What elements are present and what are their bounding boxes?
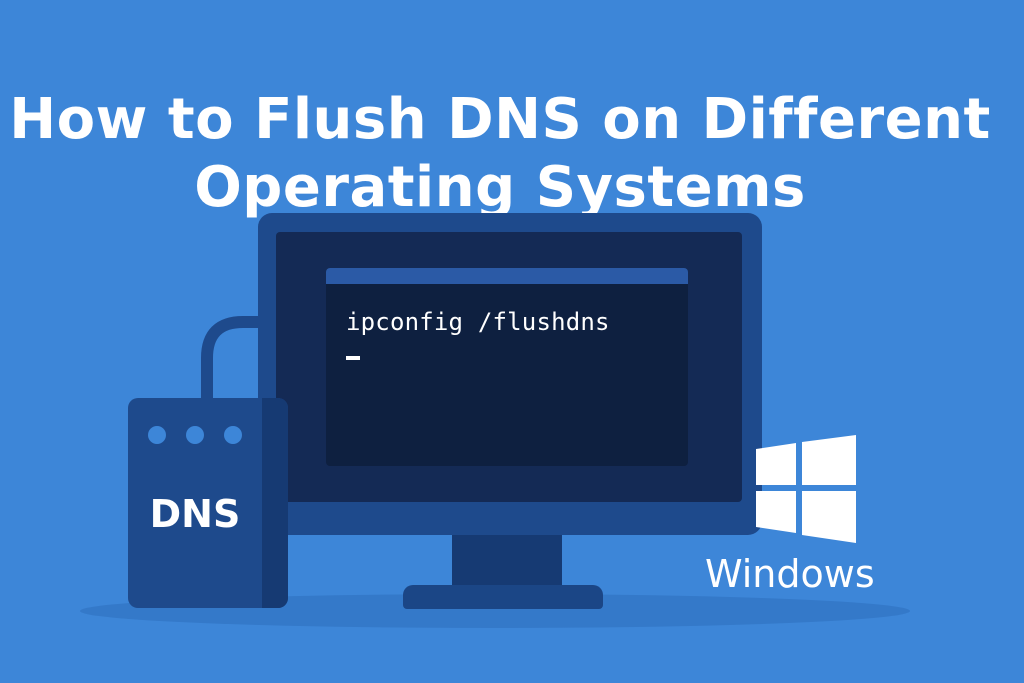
server-light-icon [148,426,166,444]
monitor-stand-neck [452,535,562,587]
dns-label: DNS [149,492,241,536]
terminal-cursor [346,356,360,360]
monitor-stand-base [403,585,603,609]
server-light-icon [186,426,204,444]
title-line-1: How to Flush DNS on Different [9,86,991,152]
page-title: How to Flush DNS on Different Operating … [0,86,1000,222]
title-line-2: Operating Systems [194,154,806,220]
server-light-icon [224,426,242,444]
terminal-title-bar [326,268,688,284]
dns-server: DNS [128,398,288,608]
terminal-window: ipconfig /flushdns [326,268,688,466]
os-label: Windows [705,552,875,596]
terminal-command: ipconfig /flushdns [346,308,610,336]
windows-logo-icon [756,435,856,543]
dns-server-side [262,398,288,608]
